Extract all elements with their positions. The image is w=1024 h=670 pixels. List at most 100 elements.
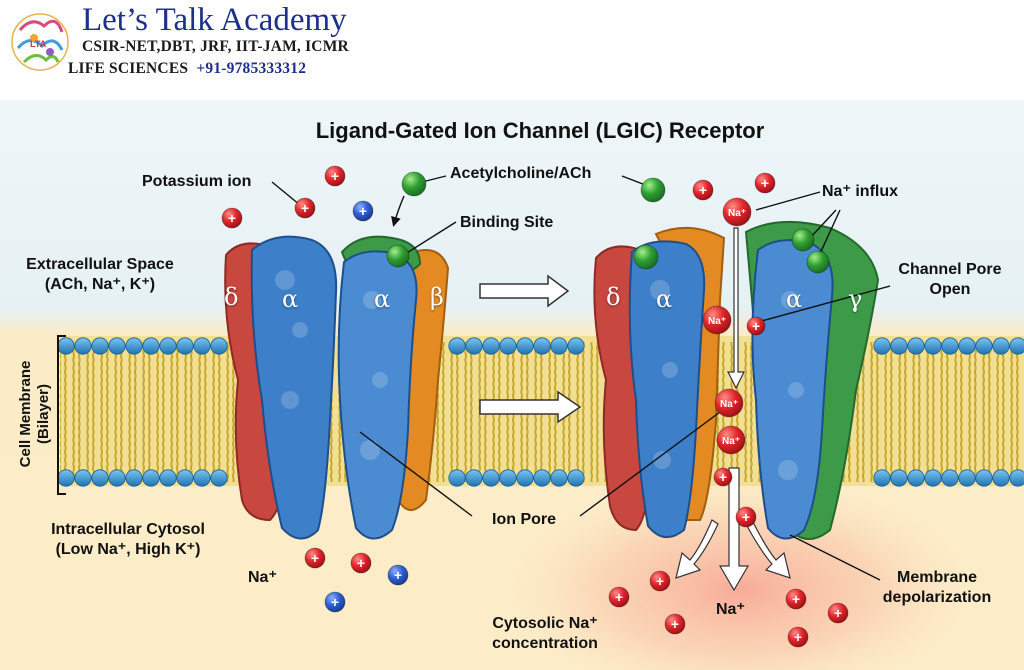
lipid-head — [57, 469, 75, 487]
lipid-head — [907, 469, 925, 487]
svg-text:+: + — [671, 616, 679, 632]
sodium-ion: + — [664, 613, 686, 635]
academy-tagline: CSIR-NET,DBT, JRF, IIT-JAM, ICMR — [82, 38, 349, 55]
potassium-ion: + — [324, 591, 346, 613]
label-potassium-ion: Potassium ion — [142, 173, 252, 190]
channel-pore-open-line2: Open — [929, 281, 971, 298]
lipid-head — [992, 469, 1010, 487]
svg-text:+: + — [357, 555, 365, 571]
lipid-head — [142, 337, 160, 355]
lipid-head — [567, 469, 585, 487]
svg-text:+: + — [394, 567, 402, 583]
lipid-head — [567, 337, 585, 355]
lipid-head — [91, 469, 109, 487]
lipid-head — [516, 469, 534, 487]
lipid-head — [176, 337, 194, 355]
academy-phone: +91-9785333312 — [196, 60, 307, 77]
na-flow-arrow-down — [727, 227, 745, 390]
svg-text:+: + — [719, 469, 727, 485]
svg-text:+: + — [742, 509, 750, 525]
sodium-ion: Na⁺ — [714, 388, 744, 418]
open-receptor — [593, 220, 880, 540]
closed-beta-label: β — [430, 283, 444, 311]
closed-alpha2-label: α — [374, 285, 391, 313]
sodium-ion: + — [608, 586, 630, 608]
lipid-head — [159, 337, 177, 355]
cytosolic-na-line2: concentration — [492, 635, 598, 652]
lipid-head — [125, 469, 143, 487]
potassium-ion: + — [387, 564, 409, 586]
svg-text:Na⁺: Na⁺ — [708, 316, 726, 327]
cell-membrane-line2: (Bilayer) — [35, 383, 52, 445]
svg-text:+: + — [792, 591, 800, 607]
transition-arrow-middle — [479, 390, 582, 424]
label-extracellular: Extracellular Space (ACh, Na⁺, K⁺) — [10, 255, 190, 295]
lipid-head — [1009, 469, 1024, 487]
transition-arrow-top — [479, 274, 570, 308]
label-membrane-depolarization: Membrane depolarization — [862, 568, 1012, 608]
sodium-ion: + — [785, 588, 807, 610]
lipid-head — [873, 469, 891, 487]
membrane-bracket — [57, 335, 66, 495]
alpha-subunit-closed-2 — [337, 250, 418, 540]
sodium-ion: + — [787, 626, 809, 648]
lipid-head — [1009, 337, 1024, 355]
label-channel-pore-open: Channel Pore Open — [880, 260, 1020, 300]
sodium-ion: + — [649, 570, 671, 592]
svg-text:+: + — [656, 573, 664, 589]
cell-membrane-line1: Cell Membrane — [17, 360, 34, 468]
lipid-head — [533, 337, 551, 355]
lipid-head — [465, 469, 483, 487]
svg-text:+: + — [228, 210, 236, 226]
acetylcholine-molecule — [806, 250, 830, 274]
na-flow-arrow-right — [745, 519, 791, 579]
label-binding-site: Binding Site — [460, 214, 554, 231]
svg-text:+: + — [834, 605, 842, 621]
label-cell-membrane: Cell Membrane (Bilayer) — [17, 329, 53, 499]
open-alpha2-label: α — [786, 285, 803, 313]
lipid-head — [890, 469, 908, 487]
acetylcholine-molecule — [401, 171, 427, 197]
lipid-head — [941, 469, 959, 487]
label-ion-pore: Ion Pore — [492, 511, 557, 528]
sodium-ion: + — [324, 165, 346, 187]
potassium-ion: + — [352, 200, 374, 222]
sodium-ion: + — [827, 602, 849, 624]
lipid-head — [482, 469, 500, 487]
acetylcholine-molecule — [791, 228, 815, 252]
lipid-head — [907, 337, 925, 355]
svg-text:+: + — [331, 168, 339, 184]
closed-delta-label: δ — [224, 283, 239, 311]
svg-text:+: + — [311, 550, 319, 566]
lipid-head — [550, 469, 568, 487]
extracellular-title: Extracellular Space — [26, 256, 174, 273]
lipid-head — [482, 337, 500, 355]
membrane-depolarization-line2: depolarization — [882, 589, 992, 606]
svg-text:+: + — [359, 203, 367, 219]
lipid-head — [210, 469, 228, 487]
sodium-ion: Na⁺ — [702, 305, 732, 335]
svg-text:+: + — [761, 175, 769, 191]
header-band — [0, 0, 1024, 100]
acetylcholine-molecule — [386, 244, 410, 268]
sodium-ion: + — [746, 316, 766, 336]
svg-text:+: + — [699, 182, 707, 198]
sodium-ion: + — [221, 207, 243, 229]
sodium-ion: + — [713, 467, 733, 487]
lipid-head — [108, 469, 126, 487]
lipid-head — [74, 469, 92, 487]
label-acetylcholine: Acetylcholine/ACh — [450, 165, 592, 182]
alpha-subunit-open-1 — [628, 240, 706, 538]
lipid-head — [108, 337, 126, 355]
lipid-head — [958, 337, 976, 355]
lipid-head — [499, 469, 517, 487]
lipid-head — [958, 469, 976, 487]
open-delta-label: δ — [606, 283, 621, 311]
sodium-ion: + — [692, 179, 714, 201]
label-na-influx: Na⁺ influx — [822, 183, 899, 200]
academy-name: Let’s Talk Academy — [82, 2, 347, 38]
svg-text:+: + — [331, 594, 339, 610]
lipid-head — [516, 337, 534, 355]
lipid-head — [499, 337, 517, 355]
